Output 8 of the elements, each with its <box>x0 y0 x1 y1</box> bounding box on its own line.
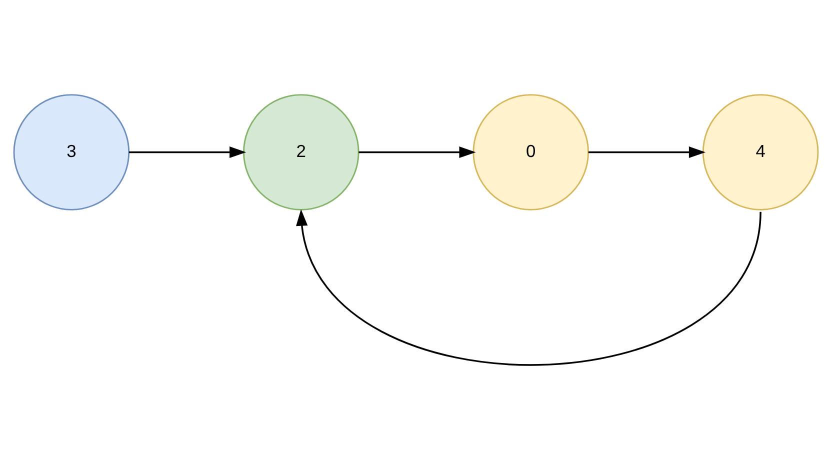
node-circle: 2 <box>243 94 360 210</box>
arrow <box>588 146 706 158</box>
arrow <box>128 146 246 158</box>
arrow <box>296 208 762 366</box>
node-circle: 3 <box>13 94 130 210</box>
node-circle: 0 <box>472 94 589 210</box>
arrow <box>358 146 476 158</box>
node-circle: 4 <box>702 94 819 210</box>
